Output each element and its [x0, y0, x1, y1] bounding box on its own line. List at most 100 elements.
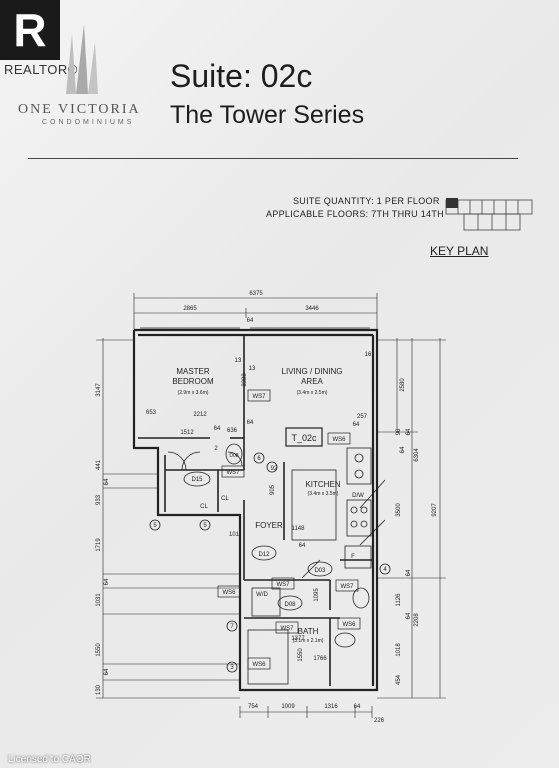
fridge-label: F: [351, 554, 355, 560]
dim-l64a: 64: [104, 478, 110, 485]
door-tags: [183, 443, 333, 611]
bath-name: BATH: [298, 627, 319, 636]
dim-64b: 64: [214, 426, 221, 432]
dim-b226: 226: [374, 718, 385, 724]
door-d08-a: D08: [229, 453, 238, 459]
brand-subtitle: CONDOMINIUMS: [42, 119, 135, 126]
exterior-walls: [132, 328, 379, 692]
tag-ws6-kitchen: WS6: [332, 437, 346, 443]
tag-boxes: [217, 389, 361, 670]
key-plan-label: KEY PLAN: [430, 244, 489, 258]
kitchen-name: KITCHEN: [305, 480, 340, 489]
tag-ws7-laundry: WS7: [276, 582, 290, 588]
dim-l1550: 1550: [96, 643, 102, 657]
dim-l3147: 3147: [96, 383, 102, 397]
circle-4: 4: [383, 567, 387, 573]
dim-1550i: 1550: [298, 648, 304, 662]
circle-7: 7: [230, 624, 234, 630]
closet-cl-b: CL: [200, 504, 208, 510]
dim-64d: 64: [299, 543, 306, 549]
suite-quantity: SUITE QUANTITY: 1 PER FLOOR: [293, 196, 440, 206]
living-name2: AREA: [301, 377, 323, 386]
dim-16: 16: [365, 352, 372, 358]
dim-r64d: 64: [406, 612, 412, 619]
tag-ws7-tub: WS7: [280, 626, 294, 632]
dim-92: 92: [271, 466, 278, 472]
dim-2212: 2212: [193, 412, 207, 418]
master-name2: BEDROOM: [172, 377, 214, 386]
dim-r64a: 64: [406, 428, 412, 435]
dim-257: 257: [357, 414, 368, 420]
circle-3: 3: [230, 665, 234, 671]
interior-walls: [138, 335, 373, 686]
dim-r9207: 9207: [432, 503, 438, 517]
washer-dryer-label: W/D: [256, 592, 268, 598]
dim-r64b: 64: [400, 446, 406, 453]
dim-r1018: 1018: [396, 643, 402, 657]
realtor-watermark-text: REALTOR®: [4, 62, 78, 77]
dim-r2580: 2580: [400, 378, 406, 392]
suite-title: Suite: 02c: [170, 58, 313, 94]
dim-top-left: 2865: [183, 306, 197, 312]
closet-cl-a: CL: [221, 496, 229, 502]
dim-3388: 3388: [242, 373, 248, 387]
dim-l441: 441: [96, 459, 102, 470]
dimension-lines: [96, 293, 446, 718]
dim-101: 101: [229, 532, 240, 538]
dim-r6304: 6304: [414, 448, 420, 462]
dim-636: 636: [227, 428, 238, 434]
key-plan-diagram: [445, 198, 533, 231]
dimension-labels: 6 3 7 5 2865 3446 64 13 13 16 653 2212 1512…: [146, 291, 387, 724]
tag-ws6-bath: WS6: [342, 622, 356, 628]
dishwasher-label: D/W: [352, 493, 364, 499]
dim-r1126: 1126: [396, 593, 402, 607]
dim-r2208: 2208: [414, 613, 420, 627]
dim-l1031: 1031: [96, 593, 102, 607]
room-labels: MASTER BEDROOM (2.9m x 3.6m) LIVING / DI…: [172, 367, 342, 644]
dim-64a: 64: [247, 420, 254, 426]
tag-ws7-bath: WS7: [340, 584, 354, 590]
realtor-logo-icon: R: [13, 4, 47, 56]
dim-top-right: 3446: [305, 306, 319, 312]
dim-r3500: 3500: [396, 503, 402, 517]
license-watermark: Licensed to CAOR: [8, 754, 91, 765]
tag-ws6-tub: WS6: [252, 662, 266, 668]
dim-905: 905: [270, 484, 276, 495]
tag-labels: WS7 WS6 WS7 WS7 WS7 WS6 WS7 WS6 WS6 D08 …: [191, 394, 364, 668]
brand-logo-icon: [66, 24, 98, 94]
foyer-name: FOYER: [255, 521, 283, 530]
dim-1512: 1512: [180, 430, 194, 436]
circle-5a: 5: [153, 523, 157, 529]
unit-tag: T_02c: [291, 433, 317, 443]
dim-b64: 64: [354, 704, 361, 710]
dim-1095: 1095: [314, 588, 320, 602]
fixtures: [167, 447, 372, 685]
circle-6: 6: [257, 456, 261, 462]
dim-l1719: 1719: [96, 538, 102, 552]
tag-ws6-foyer: WS6: [222, 590, 236, 596]
dim-653: 653: [146, 410, 157, 416]
circle-2: 2: [214, 446, 218, 452]
vertical-dimension-labels: 3147 441 64 933 1719 64 1031 1550 64 130…: [96, 373, 438, 695]
dim-1766: 1766: [313, 656, 327, 662]
reference-markers: [149, 452, 391, 673]
dim-13a: 13: [235, 358, 242, 364]
circle-5b: 5: [203, 523, 207, 529]
tag-ws7-closet: WS7: [226, 470, 240, 476]
dim-top-64: 64: [247, 318, 254, 324]
door-d03: D03: [314, 568, 326, 574]
suite-series: The Tower Series: [170, 101, 365, 129]
living-size: (3.4m x 2.5m): [297, 390, 328, 396]
master-size: (2.9m x 3.6m): [178, 390, 209, 396]
dim-l933: 933: [96, 494, 102, 505]
dim-64c: 64: [353, 422, 360, 428]
realtor-logo-box: [0, 0, 60, 60]
bath-size: (3.1m x 2.1m): [293, 638, 324, 644]
dim-13b: 13: [249, 366, 256, 372]
door-d12: D12: [258, 552, 270, 558]
door-d08-b: D08: [284, 602, 296, 608]
dim-1377: 1377: [291, 636, 305, 642]
kitchen-size: (3.4m x 3.5m): [308, 491, 339, 497]
dim-1148: 1148: [292, 526, 306, 532]
dim-r96: 96: [396, 428, 402, 435]
